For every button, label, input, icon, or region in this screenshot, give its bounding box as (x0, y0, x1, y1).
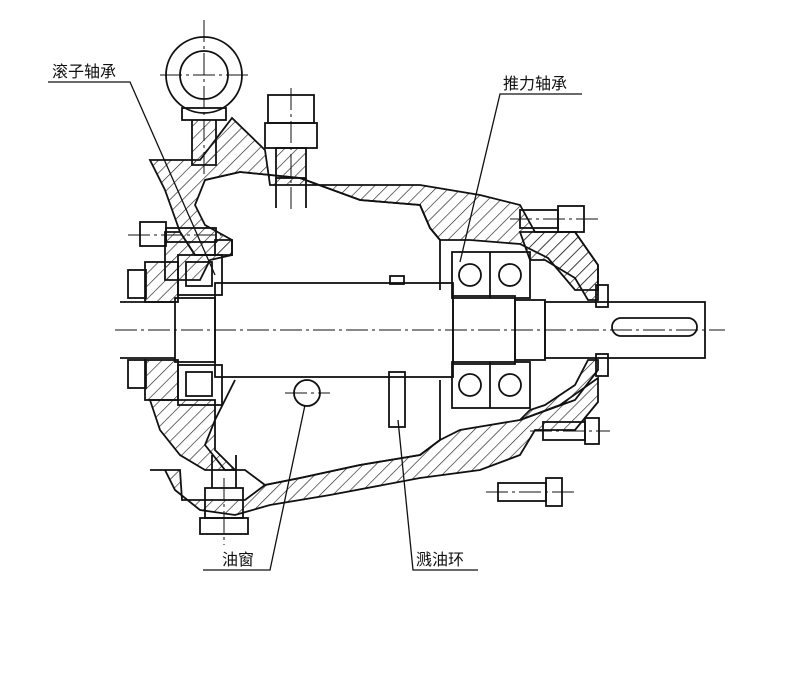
housing-upper-section (148, 116, 599, 291)
housing-left-lower-wall (148, 399, 238, 471)
label-roller-bearing: 滚子轴承 (52, 62, 116, 81)
label-oil-window: 油窗 (222, 550, 254, 569)
oil-splash-ring-top (389, 275, 405, 285)
left-upper-bolt-head (139, 221, 167, 247)
oil-window-leader (203, 404, 306, 571)
label-oil-splash-ring: 溅油环 (416, 550, 464, 569)
inner-cavity-outline (203, 171, 441, 486)
left-nut-lower (127, 359, 147, 389)
oil-splash-ring (388, 371, 406, 428)
right-seal-upper (595, 284, 609, 308)
left-nut-upper (127, 269, 147, 299)
roller-bearing-leader (48, 81, 216, 276)
right-end-cover-lower (519, 359, 599, 421)
oil-splash-ring-leader (397, 419, 478, 571)
label-thrust-bearing: 推力轴承 (503, 74, 567, 93)
shaft-keyway (611, 317, 698, 337)
thrust-bearing-lower (451, 361, 531, 409)
right-seal-lower (595, 353, 609, 377)
thrust-bearing-leader (459, 93, 582, 263)
thrust-bearing-upper (451, 251, 531, 299)
housing-left-upper-wall (164, 231, 233, 281)
right-end-cover (518, 231, 599, 301)
left-seal-cover-upper (144, 261, 179, 303)
left-seal-cover-lower (144, 359, 179, 401)
